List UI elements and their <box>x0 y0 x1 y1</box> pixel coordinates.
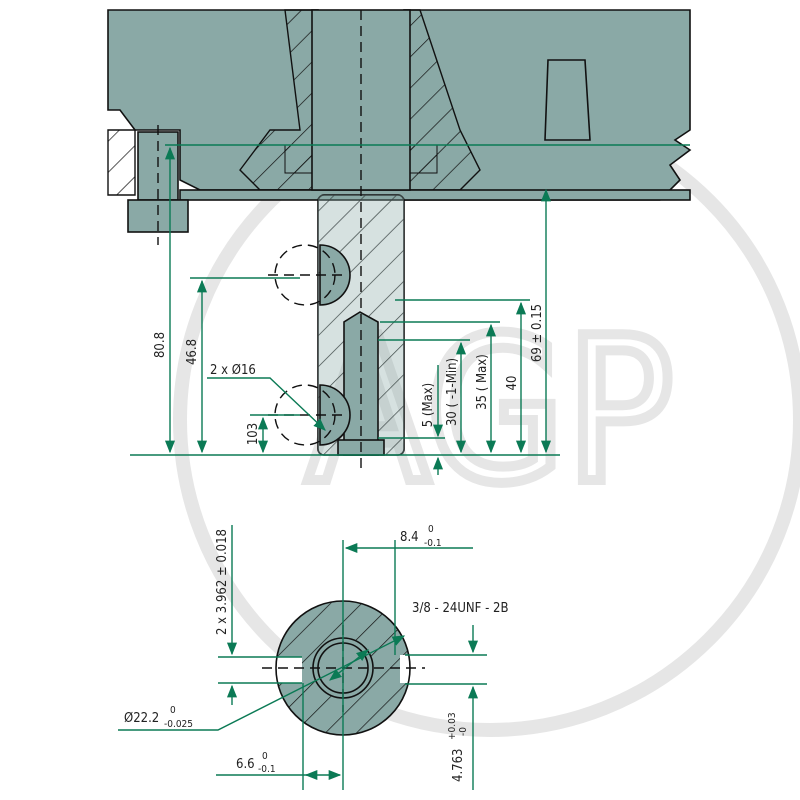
dim-103: 103 <box>246 423 261 445</box>
dim-35: 35 ( Max) <box>475 354 490 410</box>
thread-spec: 3/8 - 24UNF - 2B <box>412 601 509 616</box>
dim-69: 69 ± 0.15 <box>530 304 545 362</box>
dim-80-8: 80.8 <box>153 332 168 358</box>
dim-6-6-lower: -0.1 <box>258 764 276 775</box>
hole-note: 2 x Ø16 <box>210 363 256 378</box>
dim-30: 30 ( -1-Min) <box>445 358 460 426</box>
diameter-lower: -0.025 <box>164 719 193 730</box>
watermark-logo: AGP <box>173 103 800 737</box>
dim-40: 40 <box>505 376 520 391</box>
dim-5-max: 5 (Max) <box>421 383 436 427</box>
crankshaft <box>268 9 411 470</box>
dim-4-763-lower: -0 <box>458 727 469 736</box>
section-dimensions: 2 x 3.962 ± 0.018 8.4 0 -0.1 3/8 - 24UNF… <box>118 524 509 790</box>
dim-8-4: 8.4 <box>400 530 419 545</box>
dim-6-6: 6.6 <box>236 757 255 772</box>
key-width-dim: 2 x 3.962 ± 0.018 <box>215 529 230 635</box>
dim-8-4-lower: -0.1 <box>424 538 442 549</box>
bolt <box>127 125 189 245</box>
dim-4-763: 4.763 <box>451 749 466 782</box>
dim-8-4-upper: 0 <box>428 524 434 535</box>
diameter-upper: 0 <box>170 705 176 716</box>
dim-4-763-upper: +0.03 <box>447 712 458 740</box>
dim-46-8: 46.8 <box>185 339 200 365</box>
diameter-dim: Ø22.2 <box>124 711 159 726</box>
dim-6-6-upper: 0 <box>262 751 268 762</box>
side-dimensions: 80.8 46.8 103 2 x Ø16 5 (Max) 30 ( -1-Mi… <box>130 144 690 475</box>
